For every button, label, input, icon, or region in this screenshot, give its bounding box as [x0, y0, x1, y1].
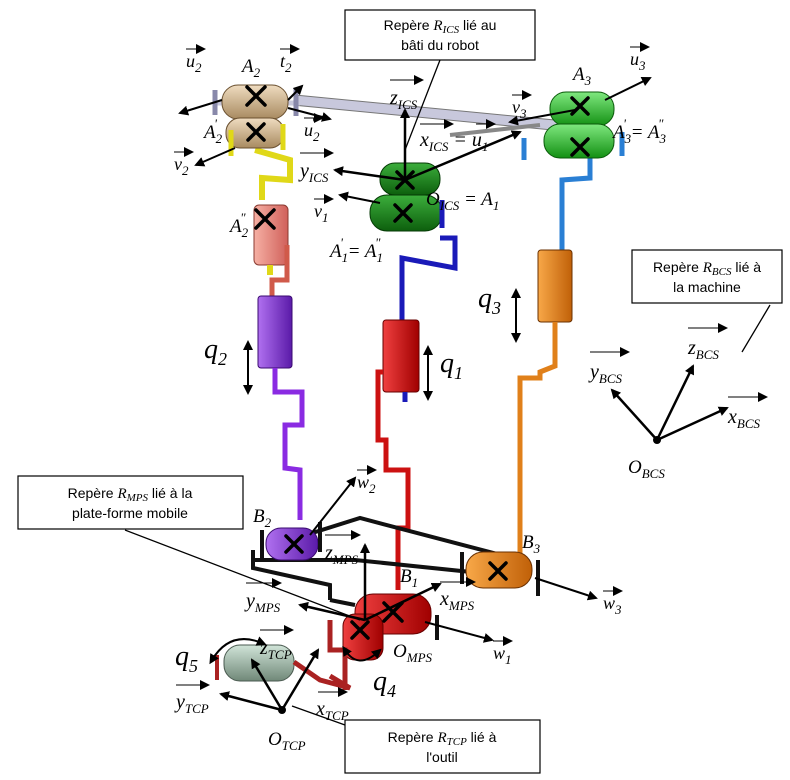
label-u2-prime: u2' — [304, 113, 324, 144]
joint-A2 — [212, 84, 299, 120]
svg-text:xTCP: xTCP — [315, 698, 349, 723]
point-labels: A2 A2' A2" A3 A3' = A3" A1' = A1" OICS =… — [202, 56, 666, 753]
ics-axes — [333, 108, 522, 182]
origin-bcs-dot — [653, 436, 661, 444]
label-O-BCS: OBCS — [628, 457, 665, 481]
svg-text:u2': u2' — [304, 115, 320, 144]
cross-marks — [245, 85, 590, 640]
callout-tcp: Repère RTCP lié à l'outil — [344, 719, 541, 774]
label-B2: B2 — [253, 506, 272, 530]
label-O-ICS: OICS = A1 — [426, 189, 499, 213]
label-q5: q5 — [175, 641, 198, 676]
svg-text:Repère RTCP lié à: Repère RTCP lié à — [388, 729, 497, 748]
svg-text:yICS: yICS — [298, 160, 329, 185]
label-q1: q1 — [440, 348, 463, 383]
svg-text:Repère RBCS lié à: Repère RBCS lié à — [653, 259, 761, 278]
svg-text:w1: w1 — [493, 643, 512, 667]
svg-text:xBCS: xBCS — [727, 406, 761, 431]
svg-text:w2: w2 — [357, 472, 376, 496]
label-w1: w1 — [493, 636, 513, 667]
label-A2-double-prime: A2" — [228, 210, 249, 240]
svg-text:w3: w3 — [603, 593, 622, 617]
leg-2-chain — [253, 147, 305, 520]
svg-text:bâti du robot: bâti du robot — [401, 37, 479, 53]
svg-text:zICS: zICS — [389, 87, 418, 112]
svg-text:t2: t2 — [280, 51, 292, 75]
joint-motion-arrows — [209, 288, 521, 665]
label-q3: q3 — [478, 283, 501, 318]
origin-tcp-dot — [278, 706, 286, 714]
label-y-tcp: yTCP — [174, 680, 210, 716]
bcs-axes — [610, 364, 729, 442]
label-u3: u3 — [630, 42, 650, 73]
label-v1: v1 — [314, 194, 334, 225]
svg-text:u2: u2 — [186, 51, 202, 75]
label-z-ics: zICS — [389, 75, 424, 112]
label-A3: A3 — [571, 64, 592, 88]
svg-text:l'outil: l'outil — [426, 749, 457, 765]
callout-ics: Repère RICS lié au bâti du robot — [344, 9, 536, 61]
svg-text:xMPS: xMPS — [439, 588, 475, 613]
svg-text:yBCS: yBCS — [588, 361, 623, 386]
label-A3-prime-eq: A3' = A3" — [611, 116, 666, 146]
label-q2: q2 — [204, 334, 227, 369]
label-y-bcs: yBCS — [588, 347, 630, 386]
label-B3: B3 — [522, 532, 541, 556]
svg-text:zMPS: zMPS — [324, 542, 359, 567]
svg-text:v1: v1 — [314, 201, 329, 225]
label-x-bcs: xBCS — [727, 392, 768, 431]
tcp-axes — [219, 648, 320, 712]
svg-text:Repère RICS lié au: Repère RICS lié au — [384, 17, 497, 36]
svg-text:yMPS: yMPS — [244, 590, 281, 615]
svg-text:zBCS: zBCS — [687, 337, 719, 362]
callout-mps: Repère RMPS lié à la plate-forme mobile — [17, 475, 244, 530]
svg-text:u3: u3 — [630, 49, 646, 73]
leg-1-chain — [375, 235, 458, 590]
label-v3: v3 — [512, 90, 532, 121]
label-x-mps: xMPS — [439, 577, 476, 613]
label-B1: B1 — [400, 566, 418, 590]
label-A1-prime-eq: A1' = A1" — [328, 235, 383, 265]
label-A2: A2 — [240, 56, 261, 80]
label-w3: w3 — [603, 586, 623, 617]
label-z-mps: zMPS — [324, 530, 361, 567]
label-x-tcp: xTCP — [315, 687, 349, 723]
callout-leaders — [124, 59, 771, 726]
label-y-ics: yICS — [298, 148, 334, 185]
svg-text:xICS = u1: xICS = u1 — [419, 129, 488, 154]
vector-labels: u2 t2 u2' v2 u3 v3 v1 zICS xICS = u1 yIC… — [174, 42, 768, 723]
label-x-ics: xICS = u1 — [419, 119, 496, 154]
label-z-tcp: zTCP — [259, 625, 294, 662]
svg-text:zTCP: zTCP — [259, 637, 292, 662]
label-w2: w2 — [357, 465, 377, 496]
svg-text:Repère RMPS lié à la: Repère RMPS lié à la — [68, 485, 193, 504]
label-q4: q4 — [373, 666, 396, 701]
svg-text:yTCP: yTCP — [174, 691, 209, 716]
label-v2: v2 — [174, 147, 194, 178]
svg-text:v2: v2 — [174, 154, 189, 178]
leg-3-chain — [517, 147, 593, 560]
label-A2-prime: A2' — [202, 116, 223, 146]
joint-labels: q1 q2 q3 q4 q5 — [175, 283, 501, 701]
unit-vectors — [178, 77, 652, 643]
label-z-bcs: zBCS — [687, 323, 728, 362]
label-t2: t2 — [280, 44, 300, 75]
label-y-mps: yMPS — [244, 578, 282, 615]
label-O-TCP: OTCP — [268, 729, 306, 753]
svg-text:plate-forme mobile: plate-forme mobile — [72, 505, 188, 521]
svg-text:v3: v3 — [512, 97, 527, 121]
callout-bcs: Repère RBCS lié à la machine — [631, 249, 783, 304]
label-u2: u2 — [186, 44, 206, 75]
svg-text:la machine: la machine — [673, 279, 741, 295]
label-O-MPS: OMPS — [393, 641, 433, 665]
